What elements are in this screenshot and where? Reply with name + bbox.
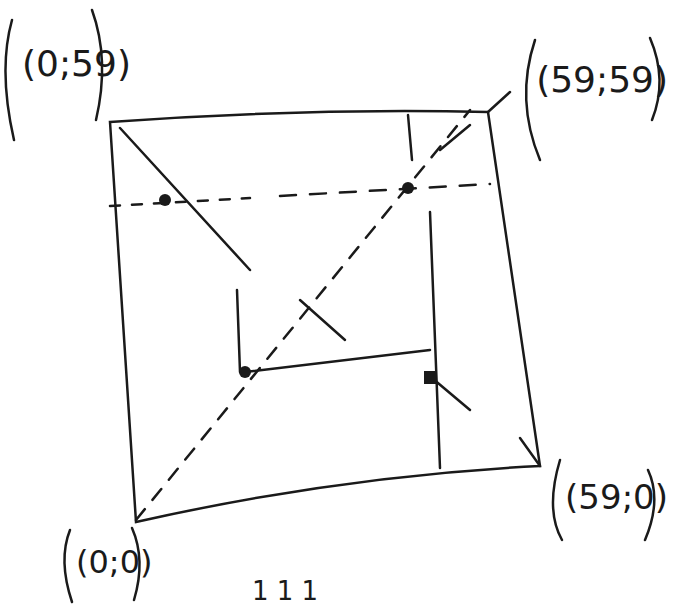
bracket [64, 530, 72, 602]
coordinate-label: (59;59) [536, 62, 668, 98]
guide-line [120, 128, 250, 270]
leader-line [520, 438, 540, 466]
guide-line [408, 115, 412, 160]
guide-line [430, 212, 440, 468]
coordinate-label: (0;59) [22, 46, 131, 82]
point-dot [424, 371, 437, 384]
dashed-diagonal [136, 110, 470, 520]
bracket [5, 20, 14, 140]
dashed-line [110, 198, 250, 206]
coordinate-label: (0;0) [76, 546, 152, 578]
note-text: 1 1 1 [252, 578, 318, 604]
guide-line [432, 378, 470, 410]
guide-line [237, 290, 240, 372]
guide-line [440, 125, 470, 150]
point-dot [402, 182, 414, 194]
dashed-line [280, 184, 490, 196]
square-outline [110, 111, 540, 522]
point-dot [159, 194, 171, 206]
bracket [526, 40, 540, 160]
coordinate-label: (59;0) [565, 480, 668, 514]
leader-line [488, 92, 510, 112]
guide-line [245, 350, 430, 372]
point-dot [239, 366, 251, 378]
guide-line [300, 300, 345, 340]
bracket [553, 460, 562, 540]
